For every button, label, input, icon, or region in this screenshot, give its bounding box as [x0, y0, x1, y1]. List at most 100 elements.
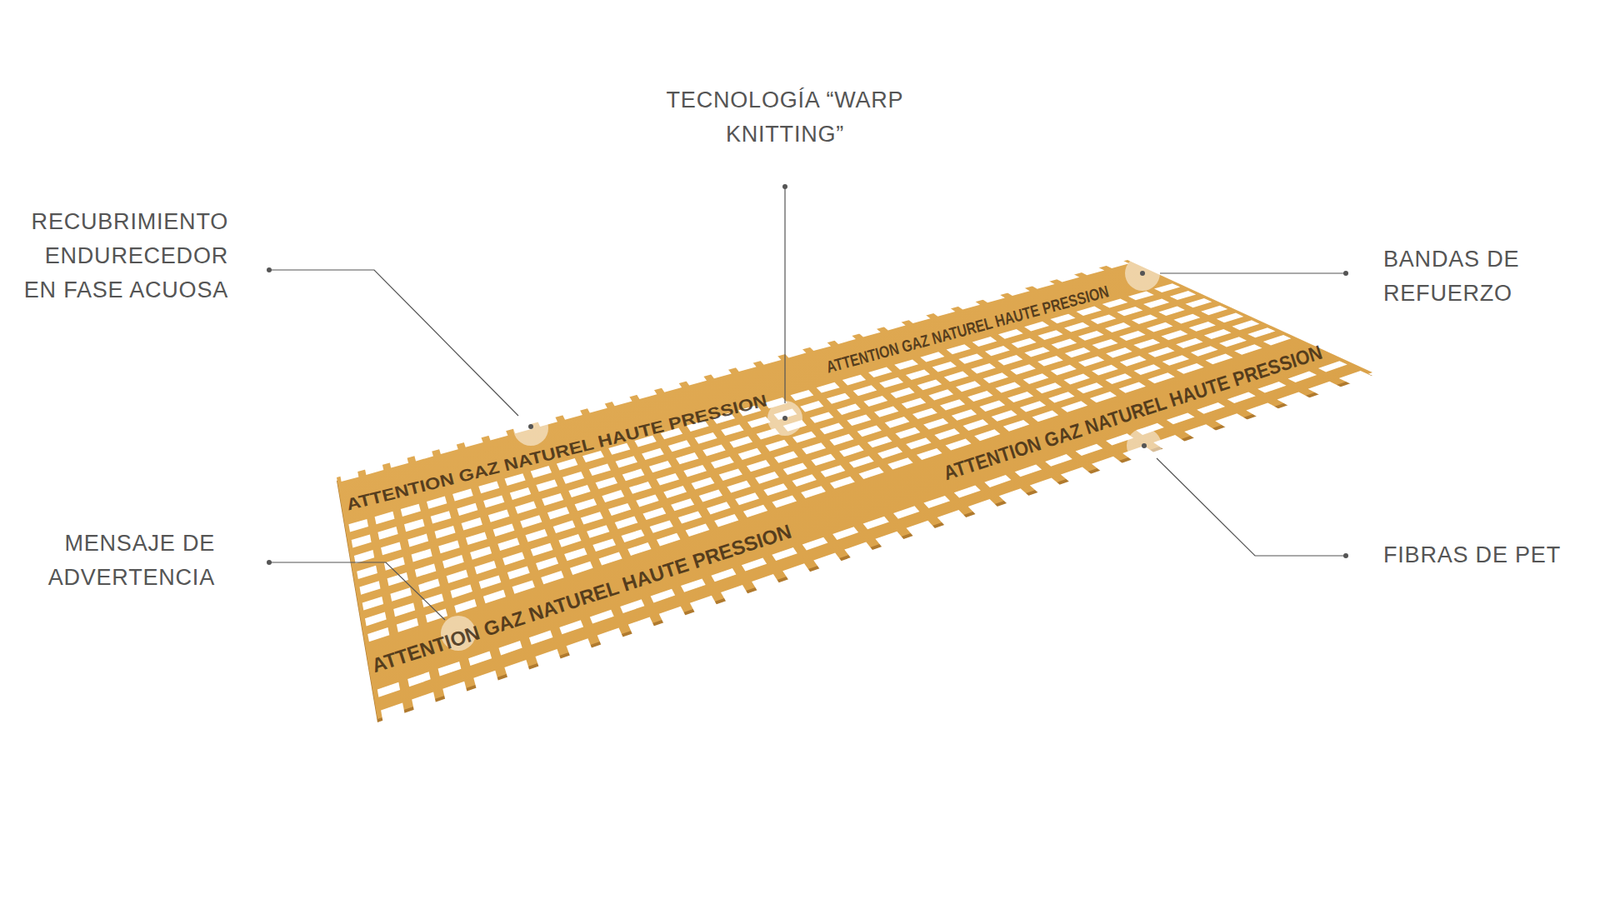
callout-label: BANDAS DE REFUERZO: [1383, 242, 1567, 311]
mesh-hole: [920, 351, 945, 362]
mesh-hole: [790, 390, 815, 401]
mesh-hole: [512, 580, 535, 594]
mesh-hole: [628, 617, 656, 638]
mesh-hole: [1133, 339, 1160, 350]
mesh-hole: [1196, 402, 1225, 415]
mesh-hole: [529, 630, 554, 645]
mesh-hole: [413, 446, 434, 462]
mesh-hole: [710, 568, 736, 582]
mesh-hole: [726, 480, 751, 494]
mesh-hole: [675, 452, 699, 465]
mesh-hole: [729, 436, 753, 449]
mesh-hole: [586, 525, 610, 539]
mesh-hole: [867, 435, 893, 448]
mesh-hole: [468, 651, 492, 667]
mesh-hole: [1060, 400, 1088, 412]
mesh-hole: [456, 503, 478, 516]
mesh-hole: [792, 474, 817, 487]
mesh-hole: [465, 531, 488, 545]
leader-line: [1160, 272, 1346, 274]
mesh-hole: [917, 379, 943, 390]
mesh-hole: [1234, 344, 1262, 355]
mesh-hole: [1185, 298, 1212, 308]
mesh-hole: [360, 580, 381, 595]
mesh-hole: [580, 511, 604, 525]
mesh-hole: [774, 451, 799, 464]
mesh-hole: [380, 702, 405, 725]
mesh-hole: [442, 681, 468, 704]
mesh-hole: [650, 589, 676, 604]
mesh-hole: [683, 372, 707, 385]
mesh-hole: [863, 516, 890, 530]
mesh-hole: [1037, 330, 1063, 340]
mesh-hole: [450, 584, 473, 599]
mesh-hole: [846, 415, 871, 427]
mesh-hole: [963, 419, 990, 431]
mesh-hole: [937, 510, 970, 528]
mesh-hole: [1184, 424, 1219, 440]
leader-line: [269, 270, 519, 416]
mesh-hole: [954, 485, 981, 499]
mesh-hole: [411, 692, 437, 715]
mesh-hole: [984, 475, 1011, 488]
mesh-hole: [1065, 347, 1091, 358]
mesh-hole: [351, 535, 372, 549]
mesh-hole: [929, 305, 955, 317]
mesh-hole: [1027, 278, 1055, 289]
mesh-hole: [683, 465, 707, 478]
mesh-hole: [1205, 354, 1234, 365]
mesh-hole: [1245, 402, 1281, 418]
mesh-hole: [849, 455, 875, 468]
mesh-hole: [642, 507, 666, 520]
mesh-hole: [879, 377, 904, 389]
leader-line: [1156, 458, 1346, 556]
mesh-hole: [829, 434, 854, 446]
mesh-hole: [364, 460, 385, 475]
mesh-hole: [356, 565, 378, 580]
mesh-hole: [575, 498, 598, 511]
callout-glow: [1125, 255, 1160, 291]
mesh-hole: [763, 483, 788, 496]
mesh-hole: [691, 477, 715, 490]
mesh-hole: [505, 473, 526, 486]
mesh-hole: [415, 564, 437, 578]
mesh-hole: [738, 448, 762, 460]
mesh-hole: [627, 542, 651, 556]
mesh-hole: [1091, 456, 1125, 474]
mesh-hole: [1032, 410, 1060, 423]
mesh-hole: [702, 444, 726, 456]
mesh-hole: [601, 490, 625, 503]
mesh-hole: [1189, 321, 1216, 332]
callout-label: FIBRAS DE PET: [1383, 538, 1592, 573]
mesh-hole: [1015, 465, 1042, 478]
mesh-hole: [407, 534, 429, 548]
mesh-hole: [1052, 271, 1080, 282]
mesh-hole: [438, 661, 462, 677]
mesh-hole: [473, 670, 500, 693]
mesh-hole: [887, 457, 913, 470]
mesh-hole: [1050, 314, 1075, 325]
mesh-hole: [1190, 345, 1219, 357]
mesh-hole: [377, 682, 400, 698]
mesh-hole: [535, 480, 558, 493]
warning-text: ATTENTION GAZ NATUREL HAUTE PRESSION: [940, 342, 1325, 485]
mesh-hole: [670, 498, 695, 511]
leader-dot: [782, 184, 788, 190]
mesh-hole: [396, 618, 419, 633]
mesh-tape: [336, 260, 1373, 720]
mesh-hole: [923, 495, 950, 509]
mesh-hole: [985, 345, 1010, 356]
mesh-hole: [801, 442, 826, 455]
leader-lines: [266, 184, 1349, 651]
mesh-hole: [362, 596, 384, 611]
callout-glow: [767, 400, 803, 436]
mesh-hole: [590, 610, 615, 625]
mesh-hole: [620, 599, 645, 614]
mesh-hole: [649, 460, 672, 473]
mesh-hole: [437, 440, 458, 455]
mesh-hole: [564, 547, 588, 561]
mesh-hole: [348, 519, 369, 533]
mesh-hole: [816, 382, 840, 394]
mesh-hole: [1116, 306, 1143, 316]
